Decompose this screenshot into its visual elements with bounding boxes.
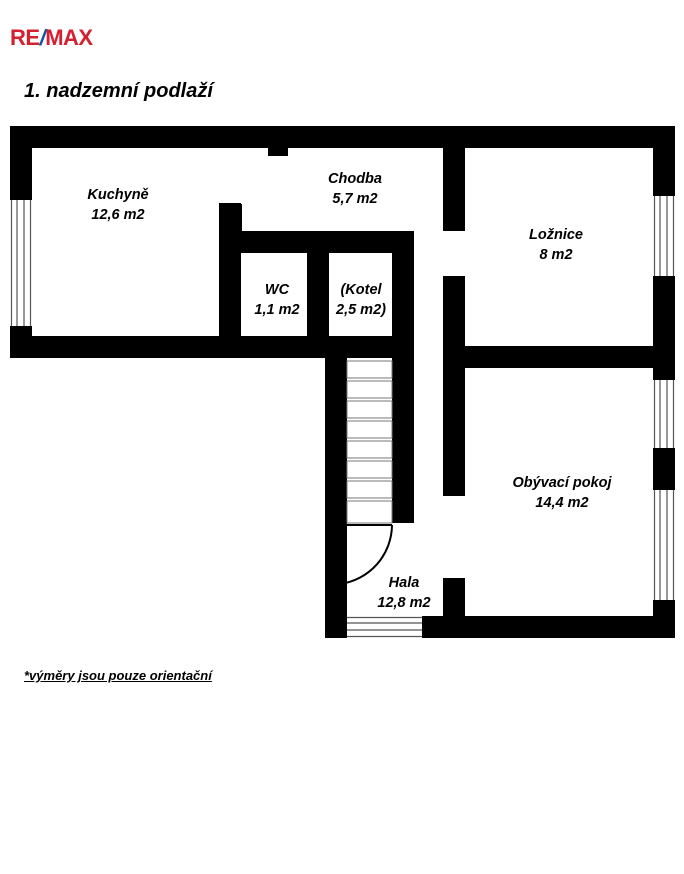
window-left-kitchen (10, 200, 32, 326)
wall-stair-left (325, 358, 347, 588)
room-label-wc-name: WC (265, 282, 290, 298)
door-hall (339, 524, 393, 585)
stair-step (346, 480, 393, 499)
room-label-hall-name: Hala (389, 575, 420, 591)
stair-step (346, 360, 393, 379)
wall-service-top (241, 231, 414, 253)
window-right-living-lower (653, 490, 675, 600)
floor-plan-drawing: Kuchyně 12,6 m2 Chodba 5,7 m2 Ložnice 8 … (10, 126, 675, 638)
wall-right-lower-a (653, 448, 675, 490)
window-bottom-hall (347, 616, 422, 638)
logo-text-max: MAX (45, 25, 93, 50)
wall-stair-right (392, 358, 414, 523)
wall-kotel-right (392, 231, 414, 358)
wall-top-nub (268, 148, 288, 156)
stair-step (346, 380, 393, 399)
wall-living-left-lower (443, 578, 465, 638)
logo-text-re: RE (10, 25, 40, 50)
door-wc (224, 204, 243, 232)
window-right-bedroom (653, 196, 675, 276)
wall-bedroom-left-upper (443, 126, 465, 231)
wall-kitchen-right (219, 203, 241, 358)
wall-top (10, 126, 675, 148)
room-label-corridor-name: Chodba (328, 171, 382, 187)
wall-hall-left (325, 578, 347, 638)
room-label-kitchen-name: Kuchyně (87, 187, 148, 203)
wall-service-bottom (307, 336, 414, 358)
wall-bedroom-living-divider (443, 346, 675, 368)
windows (10, 196, 675, 638)
wall-bottom-left-block (10, 336, 345, 358)
stair-step (346, 500, 393, 524)
stair-step (346, 420, 393, 439)
remax-logo: RE/MAX (10, 27, 93, 49)
window-right-living-upper (653, 380, 675, 448)
logo-slash-icon: / (39, 25, 46, 50)
disclaimer-note: *výměry jsou pouze orientační (24, 668, 212, 683)
page-title: 1. nadzemní podlaží (24, 80, 213, 102)
staircase (346, 360, 393, 524)
room-label-corridor-area: 5,7 m2 (332, 191, 377, 207)
room-label-kitchen-area: 12,6 m2 (91, 207, 144, 223)
room-label-living-area: 14,4 m2 (535, 495, 588, 511)
room-label-bedroom-name: Ložnice (529, 227, 583, 243)
room-label-bedroom-area: 8 m2 (539, 247, 572, 263)
room-label-living-name: Obývací pokoj (512, 475, 612, 491)
room-label-boiler-name: (Kotel (340, 282, 382, 298)
stair-step (346, 440, 393, 459)
stair-step (346, 460, 393, 479)
wall-living-left (443, 276, 465, 496)
room-label-hall-area: 12,8 m2 (377, 595, 430, 611)
stair-step (346, 400, 393, 419)
wall-right-upper (653, 126, 675, 196)
room-labels: Kuchyně 12,6 m2 Chodba 5,7 m2 Ložnice 8 … (87, 171, 612, 611)
doors (224, 204, 393, 585)
wall-left-upper (10, 126, 32, 200)
wall-wc-kotel (307, 253, 329, 358)
room-label-wc-area: 1,1 m2 (254, 302, 299, 318)
room-label-boiler-area: 2,5 m2) (335, 302, 386, 318)
interior-walls (219, 126, 675, 638)
